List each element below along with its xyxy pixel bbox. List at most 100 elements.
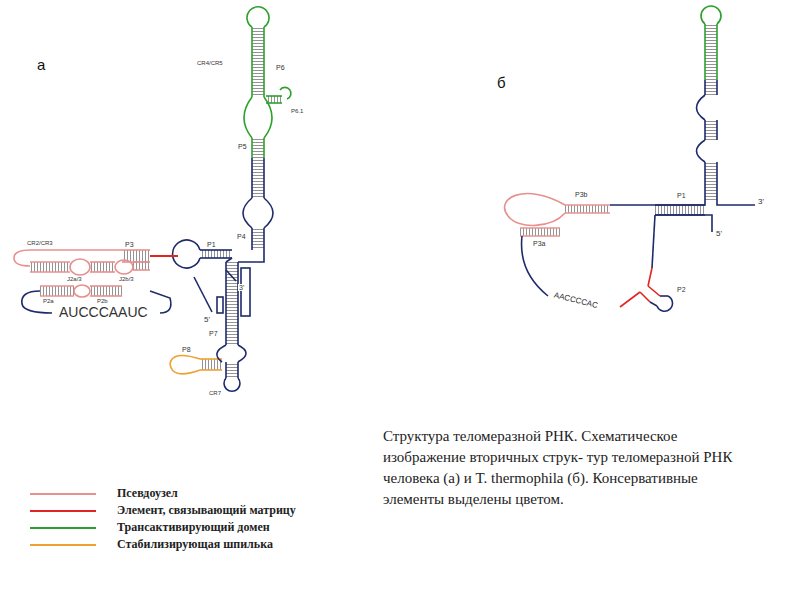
template-sequence: AACCCCAC <box>552 291 599 310</box>
helix-strand <box>133 261 150 263</box>
helix-strand <box>90 261 115 263</box>
helix-rungs <box>252 228 264 250</box>
helix-strand <box>90 285 122 287</box>
helix-strand <box>704 80 706 95</box>
helix-rungs <box>30 262 70 272</box>
template-element-b <box>620 268 660 307</box>
helix-strand <box>251 228 253 250</box>
helix-strand <box>251 27 253 97</box>
helix-strand <box>133 269 150 271</box>
legend-text: Стабилизирующая шпилька <box>117 537 273 552</box>
helix-rungs <box>705 162 717 200</box>
helix-strand <box>520 227 560 229</box>
element-label: 3' <box>238 284 245 291</box>
helix-rungs <box>266 96 282 103</box>
helix-rungs <box>200 359 222 370</box>
template-sequence: AUCCCAAUC <box>58 305 149 319</box>
helix-strand <box>90 295 122 297</box>
helix-rungs <box>226 362 238 378</box>
element-label: 5' <box>203 316 211 324</box>
helix-rungs <box>252 27 264 97</box>
panel-letter: б <box>496 75 507 90</box>
element-label: P6.1 <box>290 108 304 114</box>
p2-stem-b <box>650 296 668 306</box>
helix-strand <box>40 295 74 297</box>
helix-strand <box>266 95 282 97</box>
helix-strand <box>263 228 265 250</box>
helix-strand <box>263 27 265 97</box>
element-label: P2a <box>42 298 55 304</box>
element-label: J2a/3 <box>66 276 83 282</box>
helix-rungs <box>226 262 238 345</box>
helix-rungs <box>655 205 705 215</box>
helix-strand <box>40 285 74 287</box>
helix-rungs <box>90 286 122 296</box>
helix-strand <box>716 120 718 140</box>
helix-strand <box>716 80 718 95</box>
helix-strand <box>565 212 610 214</box>
helix-strand <box>251 158 253 198</box>
legend-swatch <box>30 527 96 529</box>
helix-strand <box>225 262 227 345</box>
element-label: P3 <box>124 241 135 248</box>
helix-strand <box>200 257 232 259</box>
panel-letter: а <box>36 57 46 72</box>
element-label: J2b/3 <box>118 276 135 282</box>
rna-strand-a <box>22 198 273 391</box>
helix-strand <box>704 162 706 200</box>
helix-strand <box>30 271 70 273</box>
helix-rungs <box>252 158 264 198</box>
element-label: CR2/CR3 <box>26 240 54 246</box>
helix-strand <box>200 249 232 251</box>
helix-strand <box>30 261 70 263</box>
element-label: P1 <box>206 241 217 248</box>
helix-strand <box>122 249 150 251</box>
helix-strand <box>704 24 706 80</box>
legend-text: Псевдоузел <box>117 486 178 501</box>
helix-rungs <box>40 286 74 296</box>
helix-strand <box>122 261 150 263</box>
helix-rungs <box>705 120 717 140</box>
element-label: CR7 <box>208 390 222 396</box>
helix-strand <box>90 271 115 273</box>
helix-strand <box>200 369 222 371</box>
element-label: P3a <box>532 240 546 247</box>
helix-strand <box>716 24 718 80</box>
helix-rungs <box>252 138 264 158</box>
legend-swatch <box>30 510 96 512</box>
element-label: P3b <box>574 191 588 198</box>
element-label: P5 <box>237 143 248 150</box>
helix-rungs <box>705 80 717 95</box>
element-label: P6 <box>275 64 286 71</box>
element-label: CR4/CR5 <box>196 60 224 66</box>
helix-rungs <box>200 250 232 258</box>
helix-strand <box>565 204 610 206</box>
pseudoknot-b <box>505 194 565 226</box>
stabilizing-hairpin-a <box>170 355 200 373</box>
legend-swatch <box>30 544 96 546</box>
element-label: P4 <box>236 233 247 240</box>
helix-rungs <box>133 262 150 270</box>
helix-strand <box>237 262 239 345</box>
helix-strand <box>225 362 227 378</box>
element-label: P7 <box>208 330 219 337</box>
element-label: P1 <box>676 192 687 199</box>
legend-text: Трансактивирующий домен <box>117 520 270 535</box>
rna-strand-b <box>522 95 755 311</box>
element-label: P2b <box>96 298 109 304</box>
helix-rungs <box>90 262 115 272</box>
helix-rungs <box>705 24 717 80</box>
helix-stems <box>30 24 717 378</box>
legend-text: Элемент, связывающий матрицу <box>117 503 296 518</box>
helix-strand <box>716 162 718 200</box>
element-label: 3' <box>757 198 765 206</box>
helix-strand <box>263 158 265 198</box>
template-element-a <box>150 255 178 257</box>
trans-domain-b <box>701 6 721 24</box>
helix-rungs <box>520 228 560 236</box>
helix-strand <box>520 235 560 237</box>
helix-strand <box>237 362 239 378</box>
element-label: P8 <box>181 346 192 353</box>
trans-domain-a <box>244 7 291 138</box>
